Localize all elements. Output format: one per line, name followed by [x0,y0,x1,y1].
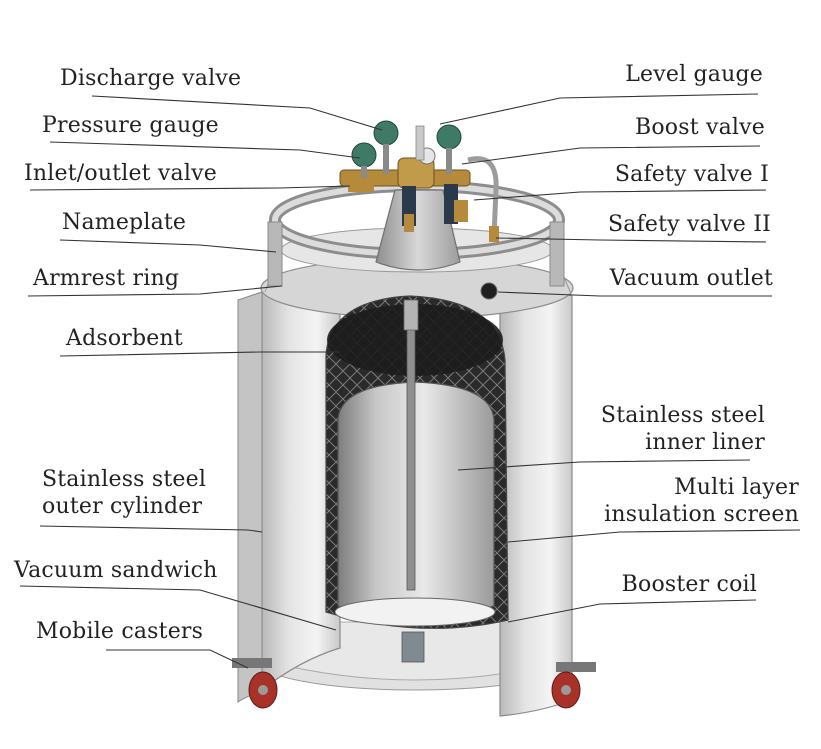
neck-cone [375,189,461,271]
leader-level-gauge [439,93,759,125]
bottom-connector [401,631,425,663]
leader-outer-cylinder [39,525,263,533]
label-vacuum-sandwich: Vacuum sandwich [14,558,218,583]
label-discharge-valve: Discharge valve [60,66,242,91]
leader-vacuum-sandwich [19,585,337,631]
leader-vacuum-outlet [497,291,772,297]
casters [232,658,596,709]
leader-armrest-ring [27,285,283,297]
label-mobile-casters: Mobile casters [36,619,204,644]
label-nameplate: Nameplate [62,210,187,235]
label-insulation-screen-line-1: Multi layer [674,475,799,500]
label-safety-valve-2: Safety valve II [607,212,771,237]
label-vacuum-outlet: Vacuum outlet [609,266,773,291]
leader-insulation-screen [507,529,801,543]
leader-booster-coil [507,599,757,623]
label-inner-liner-line-1: Stainless steel [600,403,765,428]
label-insulation-screen-line-2: insulation screen [604,502,799,527]
label-boost-valve: Boost valve [634,115,765,140]
label-inner-liner: Stainless steel inner liner [601,402,765,456]
valve-handles [351,120,462,178]
leader-inlet-outlet-valve [29,185,351,191]
label-level-gauge: Level gauge [625,62,763,87]
valve-manifold [339,156,499,242]
label-inlet-outlet-valve: Inlet/outlet valve [24,161,217,186]
leader-safety-valve-1 [473,189,767,201]
leader-discharge-valve [91,95,383,131]
label-insulation-screen: Multi layer insulation screen [604,474,799,528]
label-booster-coil: Booster coil [621,572,757,597]
outer-shell-right [499,281,573,717]
label-adsorbent: Adsorbent [66,326,183,351]
label-outer-cylinder: Stainless steel outer cylinder [42,466,206,520]
leader-safety-valve-2 [495,237,767,243]
label-armrest-ring: Armrest ring [33,266,180,291]
leader-pressure-gauge [49,141,361,159]
label-outer-cylinder-line-2: outer cylinder [42,494,203,519]
label-inner-liner-line-2: inner liner [645,430,765,455]
leader-nameplate [59,239,277,253]
label-safety-valve-1: Safety valve I [614,162,769,187]
label-pressure-gauge: Pressure gauge [42,113,219,138]
label-outer-cylinder-line-1: Stainless steel [42,467,207,492]
inner-liner [337,381,495,618]
leader-lines [19,93,801,669]
leader-mobile-casters [106,649,249,669]
leader-inner-liner [457,459,751,471]
level-probe [406,299,416,591]
outer-shell-left-cutaway [237,291,263,704]
leader-adsorbent [59,351,340,357]
leader-boost-valve [461,145,761,165]
vacuum-outlet-knob [480,282,498,300]
